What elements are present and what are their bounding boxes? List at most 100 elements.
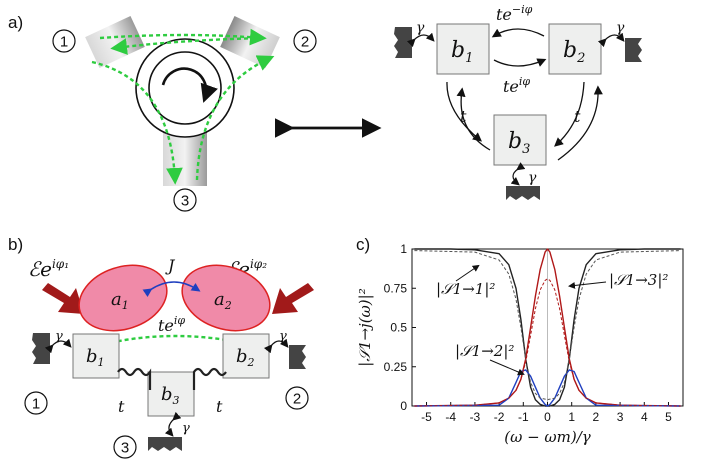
panel-label-c: c)	[356, 235, 370, 254]
x-axis-label: (ω − ωm)/γ	[504, 428, 591, 446]
series-line	[414, 369, 681, 407]
arrow-b3-to-b1	[456, 87, 491, 151]
x-tick-label: 5	[665, 410, 672, 424]
drive-arrow-left-icon	[42, 283, 84, 314]
drive-left-label: ℰeiφ₁	[28, 257, 69, 281]
port-2-label: 2	[301, 34, 309, 51]
panel-label-a: a)	[8, 13, 23, 32]
port-2-label-b: 2	[293, 391, 301, 408]
port-bath-b1-b	[32, 333, 50, 364]
annotation-s12-arrow	[489, 359, 525, 376]
port-bath-b2	[625, 38, 642, 62]
spring-left	[117, 367, 152, 390]
arrow-b2-to-b3	[554, 81, 585, 147]
y-tick-label: 0	[400, 399, 407, 413]
mode-network-b: b1 b2 b3 t t γ γ γ 1 2 3	[24, 329, 309, 459]
x-tick-label: 1	[568, 410, 575, 424]
coupling-J-arrow	[142, 281, 201, 298]
x-tick-label: -3	[470, 410, 481, 424]
circulator-device	[85, 16, 280, 186]
x-tick-label: 2	[593, 410, 600, 424]
port-1-label-b: 1	[32, 396, 40, 413]
loss-arrow-b2-b	[263, 338, 289, 354]
gamma-b3-b: γ	[182, 421, 190, 436]
coupling-top-back: teiφ	[503, 75, 530, 96]
loss-arrow-b3-b	[164, 411, 182, 437]
loss-arrow-b1	[406, 32, 435, 48]
gamma-b1-b: γ	[55, 329, 63, 344]
mode-b3-box	[493, 114, 547, 166]
waveguide-2	[220, 16, 280, 68]
port-bath-b3-b	[148, 437, 182, 451]
x-tick-label: 4	[641, 410, 648, 424]
y-axis-label: |𝒮1→j(ω)|²	[356, 288, 374, 366]
arrow-b3-to-b2	[557, 85, 603, 161]
x-tick-label: -4	[445, 410, 456, 424]
port-3-label-b: 3	[121, 440, 129, 457]
y-tick-label: 0.75	[384, 281, 408, 295]
mode-network-a: b1 b2 b3 te−iφ teiφ t t γ γ γ	[394, 3, 642, 200]
flow-path-2-1	[110, 36, 263, 55]
y-tick-label: 0.25	[384, 360, 408, 374]
x-tick-label: 0	[544, 410, 551, 424]
mode-b2-label-b: b2	[236, 346, 255, 369]
coupling-left: t	[460, 107, 467, 126]
x-tick-label: 3	[617, 410, 624, 424]
port-bath-b1	[394, 27, 412, 58]
flow-path-1-3	[91, 60, 183, 185]
mode-b1-label: b1	[451, 38, 473, 66]
annotation-s13-arrow	[568, 281, 607, 289]
mode-b1-box	[436, 23, 490, 75]
panel-label-b: b)	[8, 235, 23, 254]
loss-arrow-b1-b	[44, 338, 72, 354]
mode-b3-box-b	[147, 371, 195, 417]
arrow-b1-to-b2	[493, 58, 547, 67]
mode-b1-box-b	[72, 333, 120, 379]
annotation-s11: |𝒮1→1|²	[436, 280, 495, 298]
y-tick-label: 0.5	[390, 321, 407, 335]
effective-coupling-label: teiφ	[158, 314, 185, 335]
coupling-J-label: J	[165, 256, 176, 275]
gamma-b2: γ	[616, 20, 625, 36]
series-line	[414, 250, 681, 401]
mode-b3-label-b: b3	[161, 384, 180, 407]
port-bath-b3	[506, 186, 540, 200]
arrow-b1-to-b3	[446, 81, 483, 142]
flow-path-3-2	[195, 55, 275, 181]
mode-b3-label: b3	[508, 129, 530, 157]
port-1-label: 1	[60, 34, 68, 51]
waveguide-1	[85, 16, 145, 68]
x-tick-label: -2	[494, 410, 505, 424]
mode-b2-label: b2	[563, 38, 585, 66]
driven-resonators: ℰeiφ₁ ℰeiφ₂ a1 a2 J teiφ	[28, 256, 314, 355]
circulation-arrow-icon	[161, 67, 218, 103]
annotation-s11-arrow	[455, 264, 480, 282]
gamma-b2-b: γ	[279, 329, 287, 344]
arrow-b2-to-b1	[491, 28, 545, 38]
t-right-label: t	[216, 397, 223, 416]
resonator-a1-label: a1	[111, 289, 129, 312]
series-line	[414, 278, 681, 407]
gamma-b3: γ	[528, 170, 537, 186]
t-left-label: t	[118, 397, 125, 416]
annotation-s12: |𝒮1→2|²	[455, 342, 514, 360]
coupling-top-forward: te−iφ	[496, 3, 533, 24]
gamma-b1: γ	[416, 20, 425, 36]
mode-b2-box	[548, 23, 602, 75]
loss-arrow-b3	[510, 162, 526, 186]
y-tick-label: 1	[400, 242, 407, 256]
resonator-a2-label: a2	[214, 289, 232, 312]
coupling-right: t	[574, 107, 581, 126]
x-tick-label: -5	[421, 410, 432, 424]
drive-arrow-right-icon	[272, 283, 314, 314]
loss-arrow-b2	[597, 32, 625, 48]
spring-right	[192, 367, 227, 390]
port-3-label: 3	[181, 193, 189, 210]
annotation-s13: |𝒮1→3|²	[609, 271, 668, 289]
mode-b1-label-b: b1	[86, 346, 105, 369]
circulator-inner-ring	[148, 51, 222, 125]
port-bath-b2-b	[289, 345, 306, 369]
mode-b2-box-b	[222, 333, 270, 379]
